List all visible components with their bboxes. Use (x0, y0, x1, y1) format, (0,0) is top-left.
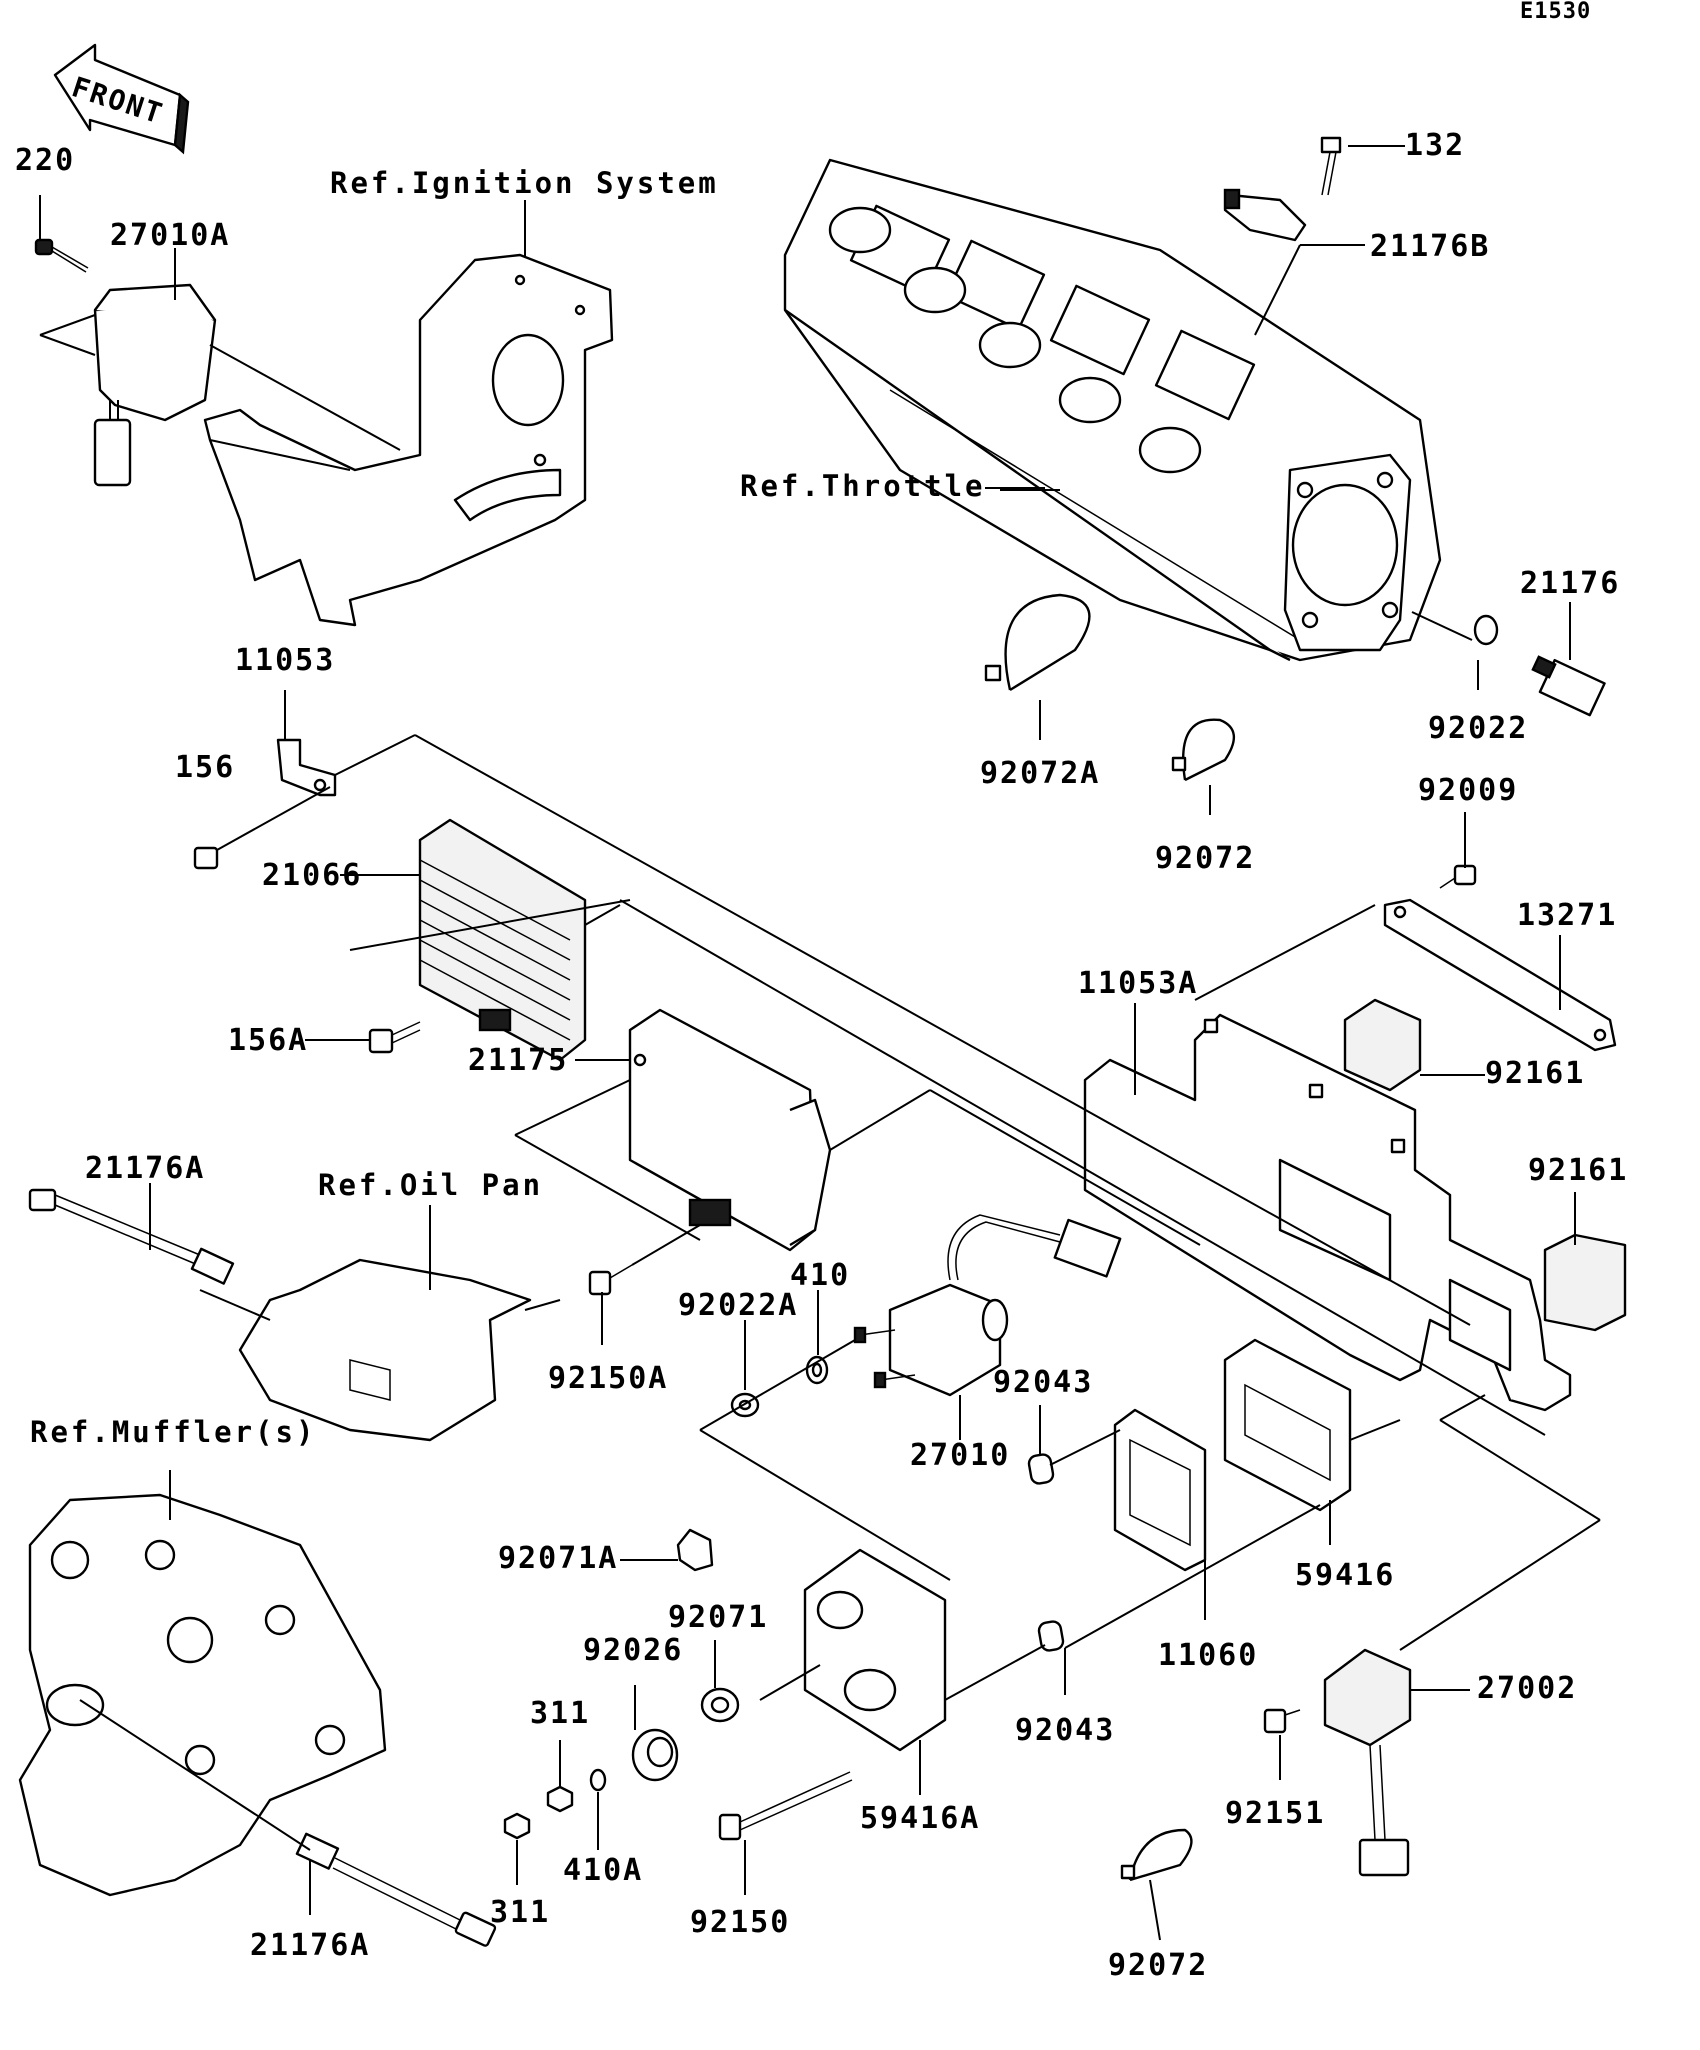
label-220: 220 (15, 143, 75, 178)
label-92043-b: 92043 (1015, 1713, 1115, 1748)
sensor-21176B-drawing (1223, 136, 1342, 242)
label-311-b: 311 (490, 1895, 550, 1930)
muffler-drawing (18, 1493, 387, 1897)
label-92026: 92026 (583, 1633, 683, 1668)
label-92072A: 92072A (980, 756, 1100, 791)
label-11053A: 11053A (1078, 966, 1198, 1001)
temp-sensor-21176-drawing (1473, 614, 1606, 717)
label-92151: 92151 (1225, 1796, 1325, 1831)
label-11053: 11053 (235, 643, 335, 678)
label-156A: 156A (228, 1023, 308, 1058)
label-21175: 21175 (468, 1043, 568, 1078)
grommet-92071-drawing (700, 1687, 740, 1723)
ignition-bracket-drawing (203, 253, 614, 627)
label-27010A: 27010A (110, 218, 230, 253)
label-92022A: 92022A (678, 1288, 798, 1323)
label-11060: 11060 (1158, 1638, 1258, 1673)
bolt-92150A-drawing (588, 1264, 633, 1296)
label-92043-a: 92043 (993, 1365, 1093, 1400)
nut-311-b-drawing (503, 1812, 531, 1840)
pad-92161-top-drawing (1343, 998, 1422, 1092)
label-27010: 27010 (910, 1438, 1010, 1473)
label-13271: 13271 (1517, 898, 1617, 933)
label-92161-b: 92161 (1528, 1153, 1628, 1188)
cable-tie-92072-bottom-drawing (1120, 1828, 1193, 1882)
pad-92161-right-drawing (1543, 1233, 1627, 1332)
label-21176B: 21176B (1370, 229, 1490, 264)
bolt-156-drawing (193, 786, 331, 870)
label-21066: 21066 (262, 858, 362, 893)
label-410A: 410A (563, 1853, 643, 1888)
label-156: 156 (175, 750, 235, 785)
ecu-21175-drawing (628, 1008, 832, 1252)
seal-92026-drawing (631, 1728, 679, 1782)
label-92150: 92150 (690, 1905, 790, 1940)
regulator-21066-drawing (418, 818, 587, 1062)
ref-oil-pan: Ref.Oil Pan (318, 1168, 543, 1202)
label-92072-top: 92072 (1155, 841, 1255, 876)
label-59416A: 59416A (860, 1801, 980, 1836)
pin-92043-b-drawing (1037, 1620, 1065, 1652)
gasket-11060-drawing (1113, 1408, 1207, 1572)
ref-mufflers: Ref.Muffler(s) (30, 1415, 316, 1449)
relay-27002-drawing (1323, 1648, 1412, 1877)
nut-311-a-drawing (546, 1785, 574, 1813)
label-21176A-bottom: 21176A (250, 1928, 370, 1963)
leader-lines (39, 145, 1601, 1941)
cable-tie-92072-top-drawing (1171, 718, 1235, 782)
label-92009: 92009 (1418, 773, 1518, 808)
throttle-body-drawing (783, 158, 1442, 662)
label-92161-a: 92161 (1485, 1056, 1585, 1091)
label-21176: 21176 (1520, 566, 1620, 601)
bolt-156A-drawing (368, 1021, 421, 1054)
housing-59416A-drawing (803, 1548, 947, 1752)
pin-92043-a-drawing (1027, 1453, 1055, 1485)
starter-relay-27010A-drawing (93, 283, 217, 487)
temp-sensor-21176A-top-drawing (28, 1188, 235, 1285)
grommet-92071A-drawing (676, 1528, 714, 1572)
ref-throttle: Ref.Throttle (740, 469, 986, 503)
nut-410-drawing (805, 1355, 829, 1385)
label-21176A-top: 21176A (85, 1151, 205, 1186)
bolt-92009-drawing (1439, 864, 1477, 889)
bracket-11053-drawing (276, 738, 337, 797)
bolt-220-drawing (34, 238, 89, 273)
labels: E1530 Ref.Ignition System Ref.Throttle R… (15, 0, 1628, 1983)
front-arrow: FRONT (53, 43, 190, 155)
cable-tie-92072A-drawing (984, 593, 1091, 692)
bolt-92150-drawing (718, 1771, 853, 1841)
label-92150A: 92150A (548, 1361, 668, 1396)
bolt-92151-drawing (1263, 1708, 1301, 1734)
label-92071A: 92071A (498, 1541, 618, 1576)
label-59416: 59416 (1295, 1558, 1395, 1593)
housing-59416-drawing (1223, 1338, 1352, 1512)
label-410: 410 (790, 1258, 850, 1293)
label-92071: 92071 (668, 1600, 768, 1635)
plate-11053A-drawing (1083, 1013, 1572, 1412)
oil-pan-drawing (238, 1258, 532, 1442)
label-92072-bottom: 92072 (1108, 1948, 1208, 1983)
temp-sensor-21176A-bottom-drawing (295, 1832, 497, 1947)
label-27002: 27002 (1477, 1671, 1577, 1706)
label-311-a: 311 (530, 1696, 590, 1731)
washer-410A-drawing (589, 1768, 607, 1792)
starter-relay-27010-drawing (853, 1214, 1122, 1397)
diagram-code: E1530 (1520, 0, 1591, 24)
ref-ignition-system: Ref.Ignition System (330, 166, 719, 200)
label-132: 132 (1405, 128, 1465, 163)
label-92022: 92022 (1428, 711, 1528, 746)
plate-13271-drawing (1383, 898, 1617, 1052)
